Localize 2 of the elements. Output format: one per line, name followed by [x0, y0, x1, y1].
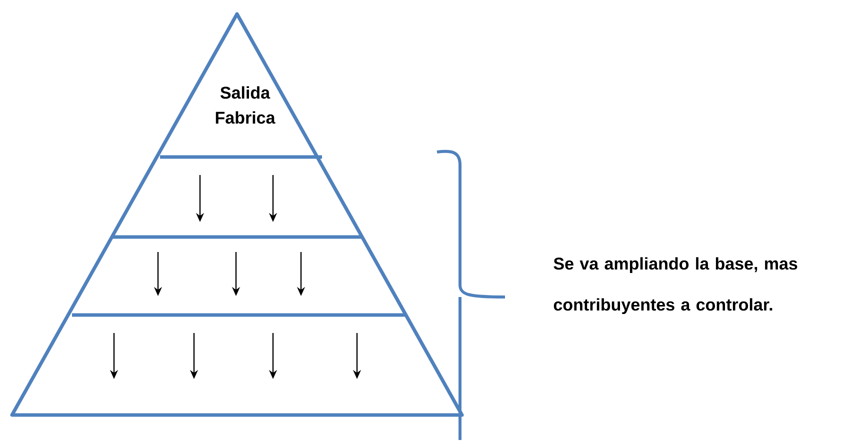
heading-text: Salida Fabrica: [216, 86, 276, 124]
note-text: Se va ampliando la base, mas contribuyentes a controlar.: [554, 257, 798, 314]
